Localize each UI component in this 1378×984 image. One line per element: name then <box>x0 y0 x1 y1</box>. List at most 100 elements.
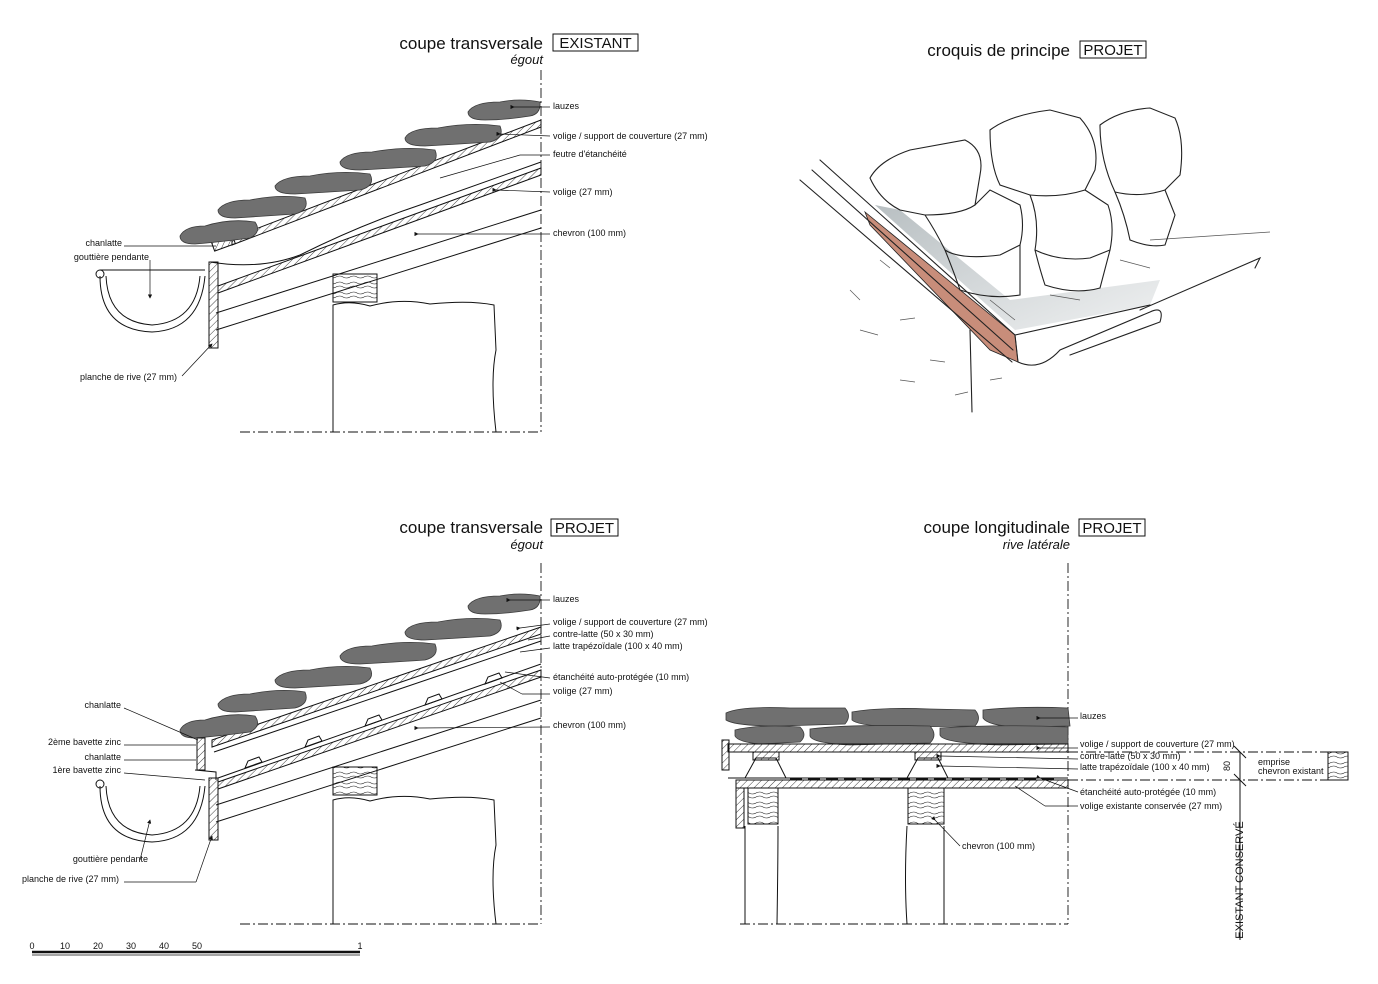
gutter <box>99 785 206 843</box>
chevron-right <box>907 787 945 825</box>
volige-support <box>727 743 1069 753</box>
panel-subtitle: rive latérale <box>1003 537 1070 552</box>
volige-existante <box>735 779 1069 789</box>
label-lauzes: lauzes <box>553 594 580 604</box>
label-volige-support: volige / support de couverture (27 mm) <box>553 131 708 141</box>
gutter <box>99 275 206 333</box>
dim-tick <box>1233 745 1247 759</box>
planche-de-rive <box>208 261 219 349</box>
panel-sketch: croquis de principe PROJET <box>799 40 1271 413</box>
label-chevron: chevron (100 mm) <box>553 228 626 238</box>
sketch-ridge <box>1139 256 1262 311</box>
label-contre-latte: contre-latte (50 x 30 mm) <box>553 629 654 639</box>
label-existant-conserve: EXISTANT CONSERVÉ <box>1233 821 1246 938</box>
chevron-left <box>747 787 779 825</box>
chanlatte-upper <box>196 737 206 771</box>
lauzes-stack <box>179 99 541 245</box>
panel-title: coupe transversale <box>399 34 543 53</box>
label-chanlatte-2: chanlatte <box>84 752 121 762</box>
lauzes-row <box>725 706 1071 746</box>
rive-board-lower <box>735 787 745 829</box>
sketch-wall <box>969 329 973 413</box>
panel-tag: PROJET <box>1083 42 1142 59</box>
scale-tick: 1 <box>357 941 362 951</box>
panel-tag: PROJET <box>1082 520 1141 537</box>
sketch-line <box>1149 231 1271 241</box>
leader-line <box>195 835 213 883</box>
leader-line <box>123 707 199 741</box>
scale-tick: 0 <box>29 941 34 951</box>
panel-tag: EXISTANT <box>559 35 631 52</box>
sketch-slates <box>869 107 1183 321</box>
bavette-zinc <box>194 769 217 780</box>
panel-project-section: coupe transversale PROJET égout <box>22 518 708 925</box>
panel-title: croquis de principe <box>927 41 1070 60</box>
scale-tick: 30 <box>126 941 136 951</box>
leader-line <box>931 816 961 847</box>
leader-line <box>492 187 551 193</box>
scale-tick: 10 <box>60 941 70 951</box>
label-gouttiere: gouttière pendante <box>74 252 149 262</box>
label-gouttiere: gouttière pendante <box>73 854 148 864</box>
tag-frame <box>1079 40 1147 59</box>
tag-frame <box>550 518 619 537</box>
label-latte-trapezoidale: latte trapézoïdale (100 x 40 mm) <box>553 641 683 651</box>
chevron-underside <box>215 227 542 331</box>
label-volige-support: volige / support de couverture (27 mm) <box>1080 739 1235 749</box>
label-contre-latte: contre-latte (50 x 30 mm) <box>1080 751 1181 761</box>
leader-line <box>139 819 152 861</box>
wall-plate <box>332 766 378 796</box>
label-lauzes: lauzes <box>1080 711 1107 721</box>
lauzes-stack <box>179 593 541 739</box>
trapezoidal-batten <box>906 757 949 779</box>
scale-bar: 0 10 20 30 40 50 1 <box>29 941 363 956</box>
panel-title: coupe transversale <box>399 518 543 537</box>
chevron <box>215 209 542 314</box>
tag-frame <box>1078 518 1146 537</box>
contre-latte <box>914 751 942 761</box>
label-planche-rive: planche de rive (27 mm) <box>80 372 177 382</box>
chevron <box>215 699 542 806</box>
label-latte-trapezoidale: latte trapézoïdale (100 x 40 mm) <box>1080 762 1210 772</box>
label-lauzes: lauzes <box>553 101 580 111</box>
chevron-underside <box>215 717 542 823</box>
leader-line <box>414 725 551 731</box>
label-bavette-1: 1ère bavette zinc <box>52 765 121 775</box>
sketch-gutter <box>1017 309 1162 366</box>
planche-de-rive <box>208 777 219 841</box>
label-etancheite: étanchéité auto-protégée (10 mm) <box>553 672 689 682</box>
leader-line <box>123 772 206 781</box>
panel-tag: PROJET <box>555 520 614 537</box>
scale-tick: 20 <box>93 941 103 951</box>
leader-line <box>936 753 1079 760</box>
shadow-wash <box>875 205 1160 330</box>
label-chevron-existant: chevron existant <box>1258 766 1324 776</box>
label-feutre: feutre d'étanchéité <box>553 149 627 159</box>
wall-right <box>905 825 945 925</box>
panel-title: coupe longitudinale <box>923 518 1070 537</box>
panel-subtitle: égout <box>510 537 544 552</box>
label-chanlatte: chanlatte <box>84 700 121 710</box>
wall-plate <box>332 273 378 303</box>
gutter-inner <box>105 785 201 836</box>
leader-line <box>1014 785 1046 807</box>
label-planche-rive: planche de rive (27 mm) <box>22 874 119 884</box>
label-chanlatte: chanlatte <box>85 238 122 248</box>
feutre-line <box>209 161 542 266</box>
panel-subtitle: égout <box>510 52 544 67</box>
trapezoidal-batten <box>744 757 787 779</box>
label-chevron: chevron (100 mm) <box>553 720 626 730</box>
label-volige-conservee: volige existante conservée (27 mm) <box>1080 801 1222 811</box>
leader-line <box>1035 774 1079 793</box>
stone-wall <box>332 795 497 925</box>
chevron-existant-marker <box>1327 751 1349 781</box>
label-chevron: chevron (100 mm) <box>962 841 1035 851</box>
leader-line <box>519 647 551 653</box>
tag-frame <box>552 33 639 52</box>
leader-line <box>499 681 523 695</box>
eave-edge-lower <box>799 179 1013 363</box>
contre-latte <box>752 751 780 761</box>
leader-line <box>181 343 213 377</box>
dim-80: 80 <box>1222 761 1232 771</box>
